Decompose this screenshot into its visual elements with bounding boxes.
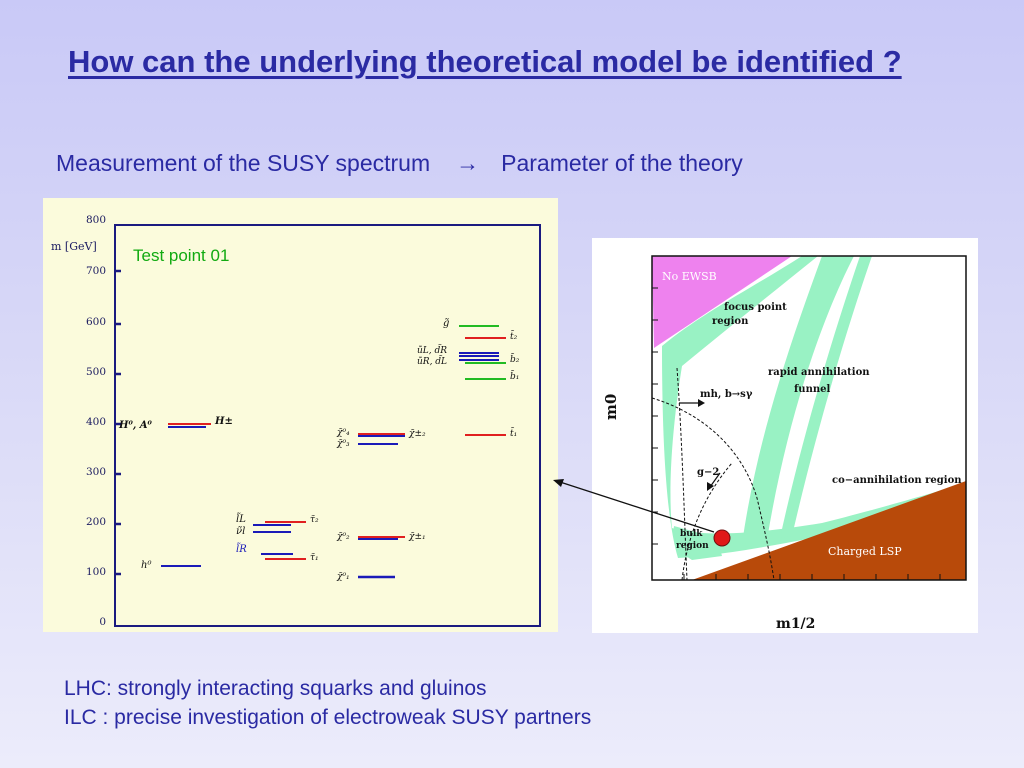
subtitle-parameters: Parameter of the theory [501,150,743,176]
neutralino4-label: χ̃⁰₄ [336,427,350,438]
subtitle: Measurement of the SUSY spectrum → Paramet… [56,150,743,177]
stop1-label: t̃₁ [510,426,517,439]
no-ewsb-region [652,256,792,348]
g2-label: g−2 [697,467,719,478]
focus-point-label: focus point [724,302,787,313]
mh-bsg-arrowhead [698,399,705,407]
charged-higgs-label: H± [214,416,233,427]
x-axis-label: m1/2 [776,616,815,632]
squarks-left-label: ũL, d̃R [417,343,447,356]
heavy-higgs-label: H⁰, A⁰ [118,420,153,431]
y-tick-label: 200 [86,516,106,528]
stau1-label: τ̃₁ [310,552,319,563]
mh-contour [676,367,688,580]
subtitle-spectrum: Measurement of the SUSY spectrum [56,150,431,176]
bsg-contour [652,397,775,580]
bulk-label: bulk [680,529,703,539]
g2-arrow [709,472,721,488]
y-tick-label: 300 [86,466,106,478]
plane-frame [651,255,967,581]
y-tick-label: 0 [99,616,106,628]
charged-lsp-label: Charged LSP [828,545,902,558]
funnel-band-left [742,256,854,544]
y-axis-label: m [GeV] [51,240,97,253]
coannihilation-label: co−annihilation region [832,475,962,486]
squarks-right-label: ũR, d̃L [417,354,447,367]
no-ewsb-label: No EWSB [662,270,717,283]
y-tick-label: 400 [86,416,106,428]
g2-arrowhead [707,482,714,491]
stop2-label: t̃₂ [510,329,518,342]
slide-title: How can the underlying theoretical model… [68,44,902,79]
slepton-r-label: l̃R [236,543,247,555]
neutralino1-label: χ̃⁰₁ [336,571,350,582]
chargino1-label: χ̃±₁ [408,531,426,542]
bulk-band [673,526,722,560]
stau2-label: τ̃₂ [310,514,319,525]
ilc-bullet: ILC : precise investigation of electrowe… [64,706,592,729]
funnel-label: funnel [794,384,830,395]
y-tick-label: 600 [86,316,106,328]
neutralino2-label: χ̃⁰₂ [336,531,350,542]
sbottom2-label: b̃₂ [510,352,520,365]
arrow-right-icon: → [456,150,480,176]
msugra-parameter-plane: No EWSB focus point region rapid annihil… [592,238,978,633]
lhc-bullet: LHC: strongly interacting squarks and gl… [64,677,487,700]
y-axis-label: m0 [602,394,620,420]
sbottom1-label: b̃₁ [510,369,519,382]
y-tick-label: 100 [86,566,106,578]
y-tick-label: 800 [86,214,106,226]
neutralino3-label: χ̃⁰₃ [336,438,350,449]
sneutrino-label: ν̃l [236,526,245,537]
chargino2-label: χ̃±₂ [408,428,426,439]
mh-bsg-label: mh, b→sγ [700,389,753,400]
light-higgs-label: h⁰ [141,560,151,571]
test-point-marker [713,529,731,547]
rapid-annihilation-label: rapid annihilation [768,367,870,378]
focus-point-label-2: region [712,316,749,327]
gluino-label: g̃ [443,318,449,329]
funnel-band-right [780,256,872,538]
susy-spectrum-figure: 800 700 600 500 400 300 200 100 0 m [GeV… [43,198,558,632]
bulk-label-2: region [676,541,709,551]
slepton-l-label: l̃L [236,513,246,525]
charged-lsp-region [692,481,966,580]
y-tick-label: 700 [86,265,106,277]
spectrum-frame [114,224,541,627]
y-tick-label: 500 [86,366,106,378]
test-point-label: Test point 01 [133,246,229,265]
